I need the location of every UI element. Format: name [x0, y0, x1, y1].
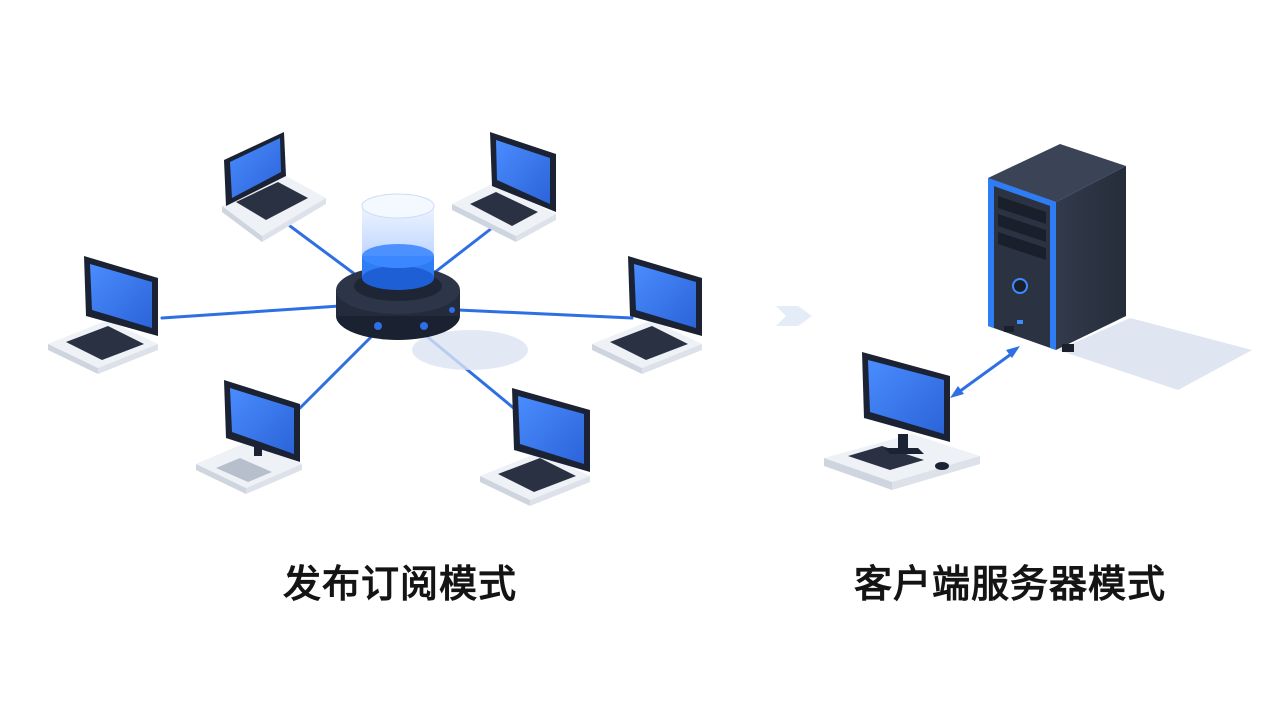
link-hub-topright [428, 226, 494, 278]
desktop-computer-icon [196, 380, 302, 494]
server-tower-icon [988, 144, 1126, 352]
client-server-caption: 客户端服务器模式 [853, 562, 1166, 606]
hub-shadow [412, 330, 528, 370]
server-shadow [1058, 318, 1252, 390]
laptop-icon [480, 388, 590, 506]
link-hub-right [456, 308, 634, 320]
transition-arrow-icon [776, 306, 812, 326]
connection-lines [160, 224, 634, 412]
link-hub-topleft [288, 224, 362, 280]
laptop-icon [592, 256, 702, 374]
pubsub-caption: 发布订阅模式 [282, 562, 517, 606]
desktop-computer-icon [824, 352, 980, 490]
laptop-icon [222, 132, 326, 242]
laptop-icon [452, 132, 556, 242]
laptop-icon [48, 256, 158, 374]
link-hub-bottomleft [298, 334, 374, 410]
link-hub-left [160, 304, 342, 320]
message-broker-hub-icon [336, 193, 460, 340]
client-server-diagram [824, 144, 1252, 490]
pubsub-diagram [48, 132, 702, 506]
bidirectional-arrow-icon [950, 346, 1020, 398]
